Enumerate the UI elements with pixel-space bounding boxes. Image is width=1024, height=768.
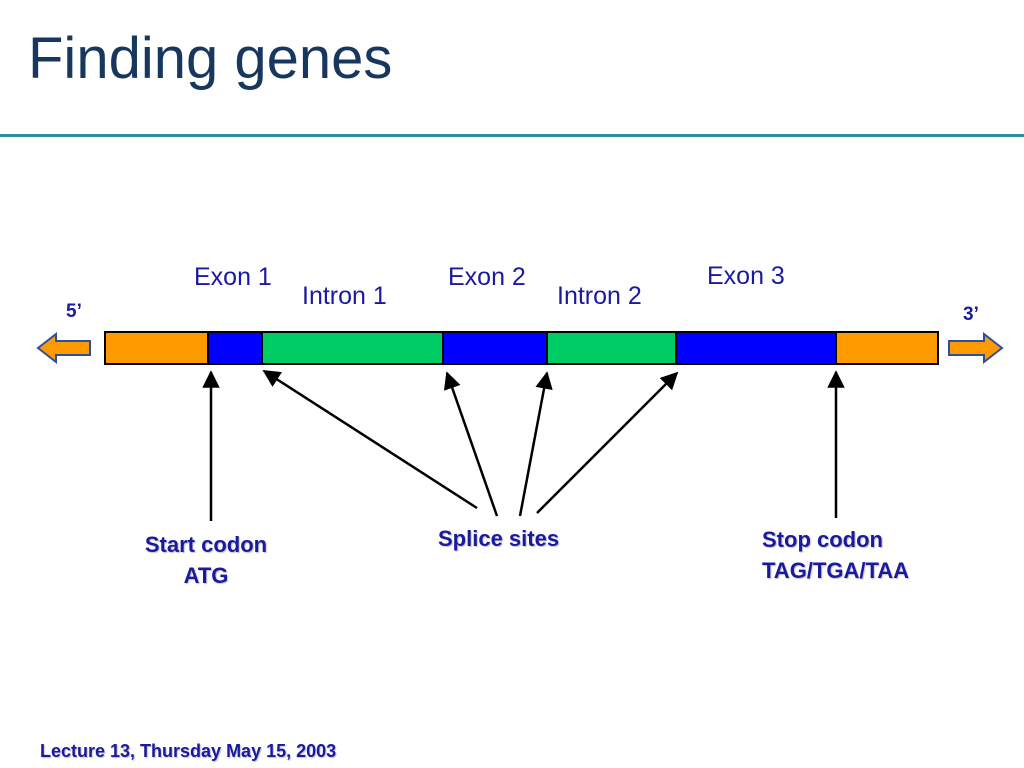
right-direction-arrow: [948, 331, 1004, 365]
splice-pointer-3: [518, 371, 553, 517]
splice-sites-callout: Splice sites: [438, 524, 559, 555]
stop-codon-sequences: TAG/TGA/TAA: [762, 557, 910, 583]
label-exon-1: Exon 1: [194, 263, 272, 291]
start-codon-label: Start codon: [144, 532, 268, 557]
utr-5-segment: [104, 331, 209, 365]
exon-2-segment: [442, 331, 548, 365]
stop-codon-label: Stop codon: [762, 527, 883, 552]
utr-3-segment: [835, 331, 939, 365]
three-prime-label: 3’: [963, 304, 979, 325]
label-intron-2: Intron 2: [557, 282, 642, 310]
intron-1-segment: [261, 331, 444, 365]
exon-1-segment: [207, 331, 263, 365]
splice-sites-label: Splice sites: [438, 526, 560, 551]
splice-pointer-1: [262, 369, 478, 510]
stop-codon-callout: Stop codon TAG/TGA/TAA: [762, 525, 909, 587]
label-exon-3: Exon 3: [707, 262, 785, 290]
intron-2-segment: [546, 331, 677, 365]
start-codon-sequence: ATG: [183, 562, 229, 588]
left-direction-arrow: [36, 331, 91, 365]
start-codon-callout: Start codon ATG: [140, 530, 272, 592]
slide-title: Finding genes: [28, 26, 393, 91]
exon-3-segment: [675, 331, 837, 365]
splice-pointer-2: [443, 371, 499, 517]
slide-footer: Lecture 13, Thursday May 15, 2003: [40, 741, 337, 761]
five-prime-label: 5’: [66, 301, 82, 322]
splice-pointer-4: [536, 371, 679, 514]
label-intron-1: Intron 1: [302, 282, 387, 310]
label-exon-2: Exon 2: [448, 263, 526, 291]
title-divider: [0, 134, 1024, 137]
